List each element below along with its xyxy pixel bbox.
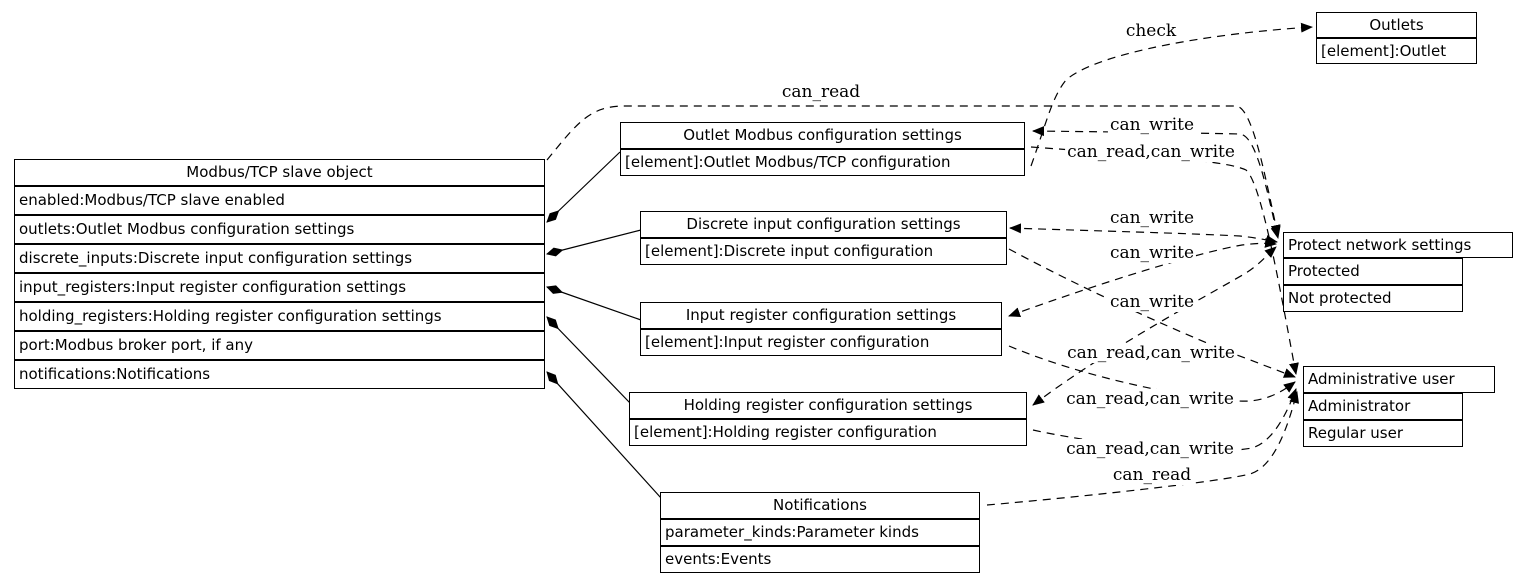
modbus-slave-row-enabled: enabled:Modbus/TCP slave enabled [14,186,545,215]
edge-can-read-notifications [986,391,1299,506]
edge-label-can-read-write-outlet: can_read,can_write [1065,142,1237,162]
edge-label-can-read-write-holding: can_read,can_write [1064,439,1236,459]
edge-label-can-read-write-input: can_read,can_write [1064,389,1236,409]
notifications-row-parameter-kinds: parameter_kinds:Parameter kinds [660,519,980,546]
input-registers-title: Input register configuration settings [640,302,1002,329]
edge-label-can-read-write-discrete: can_read,can_write [1065,343,1237,363]
modbus-slave-title: Modbus/TCP slave object [14,159,545,186]
modbus-slave-row-discrete-inputs: discrete_inputs:Discrete input configura… [14,244,545,273]
edge-solid-holding-registers [546,316,631,404]
edge-can-write-outlet [1032,126,1281,239]
outlet-modbus-title: Outlet Modbus configuration settings [620,122,1025,149]
modbus-slave-row-notifications: notifications:Notifications [14,360,545,389]
edge-can-read-write-outlet [1030,146,1299,375]
outlet-modbus-row-element: [element]:Outlet Modbus/TCP configuratio… [620,149,1025,176]
protect-network-settings-title: Protect network settings [1283,232,1513,258]
edge-solid-notifications [546,371,662,499]
outlets-row-element: [element]:Outlet [1316,38,1477,64]
modbus-slave-row-input-registers: input_registers:Input register configura… [14,273,545,302]
protect-network-settings-row-not-protected: Not protected [1283,285,1463,312]
edge-solid-input-registers [546,285,642,321]
holding-registers-row-element: [element]:Holding register configuration [629,419,1027,446]
modbus-slave-row-port: port:Modbus broker port, if any [14,331,545,360]
outlets-title: Outlets [1316,12,1477,38]
edge-label-can-read-notifications: can_read [1110,465,1194,485]
discrete-inputs-title: Discrete input configuration settings [640,211,1007,238]
modbus-slave-row-outlets: outlets:Outlet Modbus configuration sett… [14,215,545,244]
discrete-inputs-row-element: [element]:Discrete input configuration [640,238,1007,265]
edge-solid-outlets [546,151,621,223]
edge-check [1030,22,1313,167]
input-registers-row-element: [element]:Input register configuration [640,329,1002,356]
edge-can-write-discrete [1009,223,1278,245]
edge-label-can-write-discrete: can_write [1107,208,1197,228]
edge-can-write-holding [1032,246,1277,406]
notifications-row-events: events:Events [660,546,980,573]
edge-label-can-read-top: can_read [779,82,863,102]
edge-label-can-write-holding: can_write [1107,292,1197,312]
holding-registers-title: Holding register configuration settings [629,392,1027,419]
edge-label-can-write-input: can_write [1107,243,1197,263]
administrative-user-title: Administrative user [1303,366,1495,393]
modbus-slave-row-holding-registers: holding_registers:Holding register confi… [14,302,545,331]
edge-solid-discrete-inputs [546,229,642,257]
edge-label-can-write-outlet: can_write [1107,115,1197,135]
notifications-title: Notifications [660,492,980,519]
edge-label-check: check [1123,21,1179,41]
administrative-user-row-regular-user: Regular user [1303,420,1463,447]
administrative-user-row-administrator: Administrator [1303,393,1463,420]
protect-network-settings-row-protected: Protected [1283,258,1463,285]
